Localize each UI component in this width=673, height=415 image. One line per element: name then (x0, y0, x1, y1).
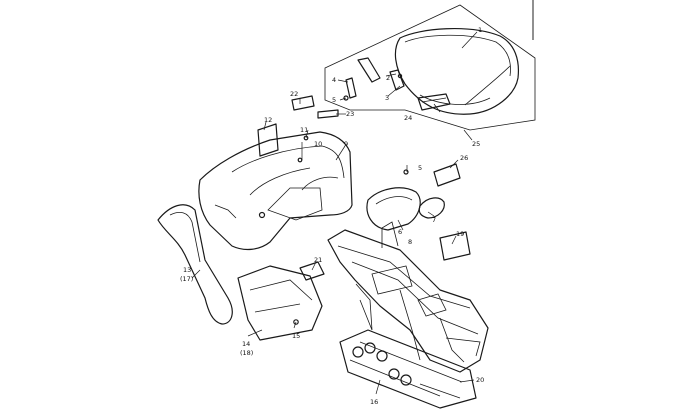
frame-chassis-part (327, 221, 489, 373)
callout-9: 9 (344, 140, 348, 148)
callout-22: 22 (290, 90, 298, 98)
callout-20: 20 (476, 376, 484, 384)
callout-23: 23 (346, 110, 354, 118)
callout-5: 5 (332, 96, 336, 104)
seat-pad-part (417, 93, 451, 111)
callout-5b: 5 (418, 164, 422, 172)
callout-4: 4 (332, 76, 336, 84)
rear-fender-part (198, 123, 353, 251)
callout-3: 3 (385, 94, 389, 102)
callout-24: 24 (404, 114, 412, 122)
callout-2: 2 (386, 74, 390, 82)
small-plate-part (299, 261, 325, 281)
callout-14b: (18) (240, 349, 253, 357)
callout-1: 1 (478, 26, 482, 34)
callout-25: 25 (472, 140, 480, 148)
callout-8: 8 (408, 238, 412, 246)
callout-13: 13 (183, 266, 191, 274)
callout-13b: (17) (180, 275, 193, 283)
callout-21: 21 (314, 256, 322, 264)
callout-12: 12 (264, 116, 272, 124)
seat-part (394, 28, 520, 115)
callout-19: 19 (456, 230, 464, 238)
fender-strip-part (157, 204, 233, 325)
seat-assembly-outline (324, 4, 536, 131)
callout-7: 7 (432, 216, 436, 224)
callout-15: 15 (292, 332, 300, 340)
seat-latch-parts (343, 57, 405, 101)
callout-11: 11 (300, 126, 308, 134)
front-cover-part (366, 169, 445, 231)
seat-pad-detail (421, 97, 447, 103)
callout-10: 10 (314, 140, 322, 148)
skid-plate-part (339, 329, 477, 409)
label-plate-part (439, 231, 471, 261)
callout-16: 16 (370, 398, 378, 406)
leader-lines (191, 31, 478, 395)
plate-part (433, 163, 461, 187)
floor-panel-part (237, 265, 323, 341)
callout-14: 14 (242, 340, 250, 348)
callout-26: 26 (460, 154, 468, 162)
callout-6: 6 (398, 228, 402, 236)
small-pads (291, 95, 339, 119)
